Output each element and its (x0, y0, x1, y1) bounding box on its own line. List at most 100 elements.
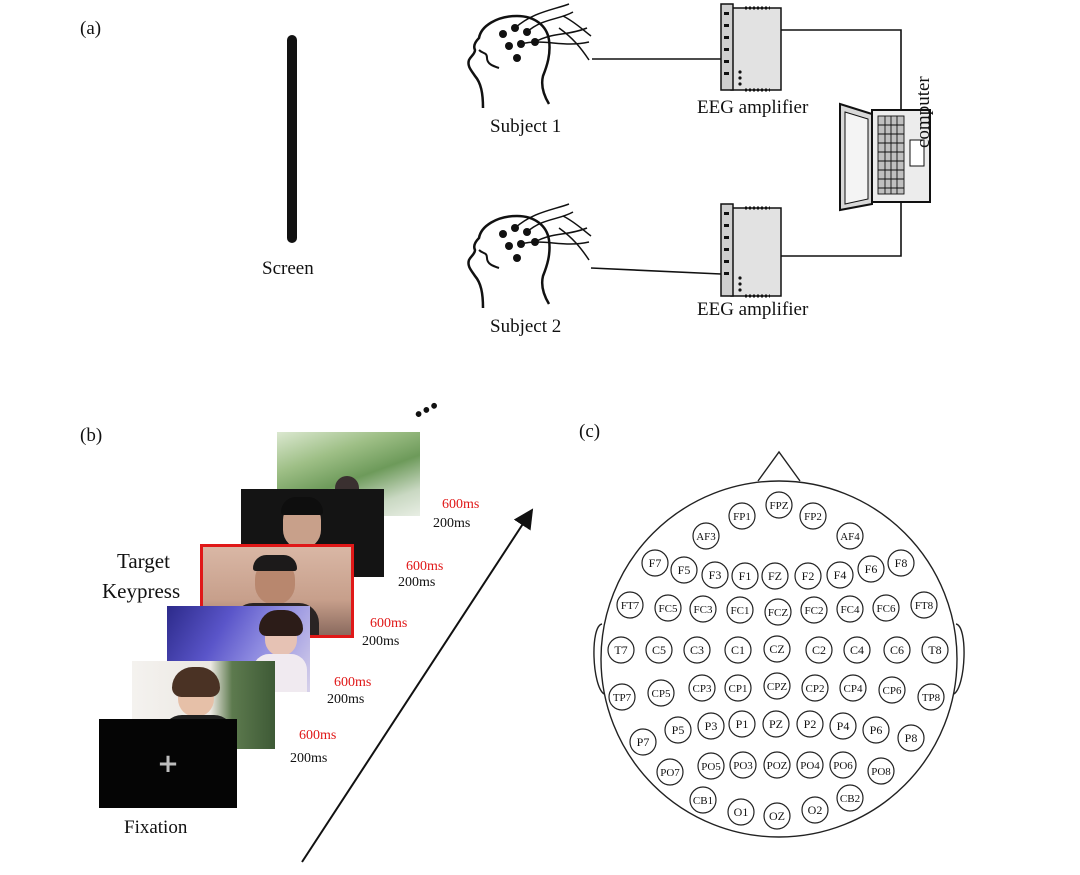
electrode-t7: T7 (607, 636, 635, 664)
electrode-pz: PZ (762, 710, 790, 738)
electrode-label: PO5 (701, 761, 721, 773)
electrode-c2: C2 (805, 636, 833, 664)
electrode-label: C2 (812, 643, 826, 657)
electrode-tp8: TP8 (917, 683, 945, 711)
electrode-label: P7 (637, 735, 650, 749)
electrode-p3: P3 (697, 712, 725, 740)
electrode-label: T8 (928, 643, 941, 657)
subject-1-label: Subject 1 (490, 116, 562, 137)
electrode-f1: F1 (731, 562, 759, 590)
electrode-label: CP5 (652, 688, 671, 700)
electrode-label: FC6 (877, 603, 896, 615)
electrode-af4: AF4 (836, 522, 864, 550)
connection-wires (590, 29, 902, 275)
electrode-po3: PO3 (729, 751, 757, 779)
head-outline (593, 450, 965, 838)
panel-b-tag: (b) (80, 425, 103, 446)
electrode-label: FC1 (731, 605, 750, 617)
target-label: Target (117, 549, 170, 573)
electrode-label: P2 (804, 717, 817, 731)
electrode-t8: T8 (921, 636, 949, 664)
electrode-po4: PO4 (796, 751, 824, 779)
timing-off-5: 200ms (433, 516, 471, 531)
electrode-cpz: CPZ (763, 672, 791, 700)
timing-off-3: 200ms (362, 634, 400, 649)
electrode-label: P8 (905, 731, 918, 745)
electrode-label: TP8 (922, 692, 941, 704)
electrode-c6: C6 (883, 636, 911, 664)
electrode-ft8: FT8 (910, 591, 938, 619)
electrode-cp4: CP4 (839, 674, 867, 702)
electrode-o1: O1 (727, 798, 755, 826)
electrode-label: AF4 (840, 531, 860, 543)
electrode-p7: P7 (629, 728, 657, 756)
timing-on-1: 600ms (299, 728, 337, 743)
electrode-af3: AF3 (692, 522, 720, 550)
electrode-f2: F2 (794, 562, 822, 590)
electrode-po8: PO8 (867, 757, 895, 785)
electrode-label: PO6 (833, 760, 853, 772)
time-arrow (301, 508, 534, 863)
electrode-p2: P2 (796, 710, 824, 738)
electrode-p4: P4 (829, 712, 857, 740)
electrode-label: FCZ (768, 607, 788, 619)
subject-1-head-icon (467, 3, 592, 109)
panel-a-tag: (a) (80, 18, 102, 39)
electrode-fp2: FP2 (799, 502, 827, 530)
electrode-fc5: FC5 (654, 594, 682, 622)
electrode-label: FP1 (733, 511, 751, 523)
electrode-label: CP6 (883, 685, 902, 697)
electrode-label: F3 (709, 568, 722, 582)
electrode-f6: F6 (857, 555, 885, 583)
electrode-label: PO3 (733, 760, 753, 772)
electrode-label: PZ (769, 717, 783, 731)
electrode-p1: P1 (728, 710, 756, 738)
fixation-cross: + (157, 749, 179, 779)
electrode-f3: F3 (701, 561, 729, 589)
electrode-label: O2 (808, 803, 823, 817)
electrode-label: FPZ (770, 500, 789, 512)
electrode-label: PO4 (800, 760, 820, 772)
eeg-amplifier-top-icon (720, 3, 782, 92)
electrode-label: CB2 (840, 793, 860, 805)
electrode-label: CP2 (806, 683, 825, 695)
screen-bar (287, 35, 297, 243)
electrode-label: CP3 (693, 683, 712, 695)
electrode-label: P6 (870, 723, 883, 737)
electrode-label: FC2 (805, 605, 824, 617)
electrode-label: P3 (705, 719, 718, 733)
electrode-fpz: FPZ (765, 491, 793, 519)
electrode-po7: PO7 (656, 758, 684, 786)
electrode-label: F8 (895, 556, 908, 570)
electrode-cp2: CP2 (801, 674, 829, 702)
electrode-label: C3 (690, 643, 704, 657)
electrode-label: T7 (614, 643, 627, 657)
electrode-f4: F4 (826, 561, 854, 589)
electrode-cb2: CB2 (836, 784, 864, 812)
electrode-label: CP4 (844, 683, 863, 695)
electrode-o2: O2 (801, 796, 829, 824)
electrode-label: OZ (769, 809, 785, 823)
electrode-label: FC3 (694, 604, 713, 616)
electrode-label: CZ (769, 642, 784, 656)
electrode-oz: OZ (763, 802, 791, 830)
electrode-p6: P6 (862, 716, 890, 744)
electrode-label: P1 (736, 717, 749, 731)
panel-c-tag: (c) (579, 421, 601, 442)
subject-2-label: Subject 2 (490, 316, 562, 337)
electrode-label: F5 (678, 563, 691, 577)
electrode-label: C5 (652, 643, 666, 657)
electrode-label: CB1 (693, 795, 713, 807)
electrode-label: F1 (739, 569, 752, 583)
electrode-cp5: CP5 (647, 679, 675, 707)
electrode-label: P4 (837, 719, 850, 733)
electrode-label: C6 (890, 643, 904, 657)
timing-off-2: 200ms (327, 692, 365, 707)
electrode-label: POZ (767, 760, 788, 772)
electrode-poz: POZ (763, 751, 791, 779)
electrode-label: TP7 (613, 692, 632, 704)
electrode-fc6: FC6 (872, 594, 900, 622)
electrode-label: FT8 (915, 600, 934, 612)
